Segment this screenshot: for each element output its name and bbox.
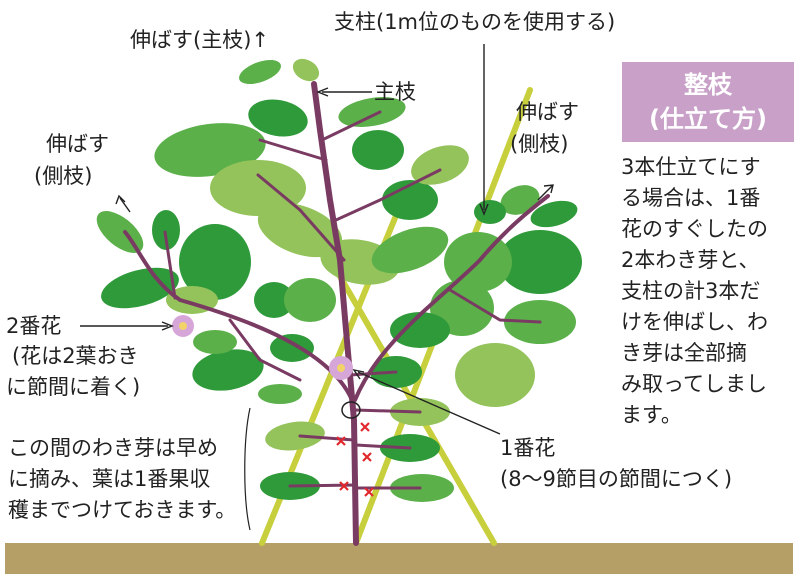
description-line: き芽は全部摘 xyxy=(621,341,747,365)
pinch-marks xyxy=(336,422,374,497)
stems xyxy=(123,81,550,546)
right-side-branch-label: (側枝) xyxy=(510,132,569,156)
side-bud-note-3: 穫までつけておきます。 xyxy=(8,498,237,522)
description-line: けを伸ばし、わ xyxy=(621,310,768,334)
left-side-branch-stretch-label: 伸ばす xyxy=(46,132,109,156)
description-line: る場合は、1番 xyxy=(621,186,761,210)
pruning-description: 3本仕立てにす る場合は、1番 花のすぐしたの 2本わき芽と、 支柱の計3本だ … xyxy=(621,152,796,431)
pruning-title-box: 整枝 (仕立て方) xyxy=(622,62,794,142)
ground xyxy=(5,543,793,574)
title-line-2: (仕立て方) xyxy=(649,105,767,133)
description-line: 花のすぐしたの xyxy=(621,217,768,241)
description-line: み取ってしまし xyxy=(621,372,767,396)
title-line-1: 整枝 xyxy=(684,71,732,99)
second-flower xyxy=(172,315,194,337)
description-line: 3本仕立てにす xyxy=(621,155,761,179)
left-side-branch-label: (側枝) xyxy=(34,164,93,188)
main-stem-stretch-label: 伸ばす(主枝)↑ xyxy=(130,28,269,52)
description-line: ます。 xyxy=(621,403,682,427)
description-line: 2本わき芽と、 xyxy=(621,248,760,272)
side-bud-note-1: この間のわき芽は早め xyxy=(8,436,218,460)
first-flower-node-marker xyxy=(341,401,361,419)
description-line: 支柱の計3本だ xyxy=(621,279,761,303)
leaves xyxy=(96,58,582,502)
second-flower-label: 2番花 xyxy=(6,314,62,338)
first-flower-note: (8〜9節目の節間につく) xyxy=(500,467,733,491)
first-flower-label: 1番花 xyxy=(500,436,556,460)
side-bud-note-2: に摘み、葉は1番果収 xyxy=(8,467,211,491)
first-flower xyxy=(329,356,353,380)
second-flower-note-2: に節間に着く) xyxy=(6,375,141,399)
leader-lines xyxy=(80,44,554,531)
second-flower-note-1: (花は2葉おき xyxy=(12,344,139,368)
support-pole-label: 支柱(1m位のものを使用する) xyxy=(334,10,616,34)
right-side-branch-stretch-label: 伸ばす xyxy=(516,100,579,124)
main-branch-label: 主枝 xyxy=(374,80,416,104)
